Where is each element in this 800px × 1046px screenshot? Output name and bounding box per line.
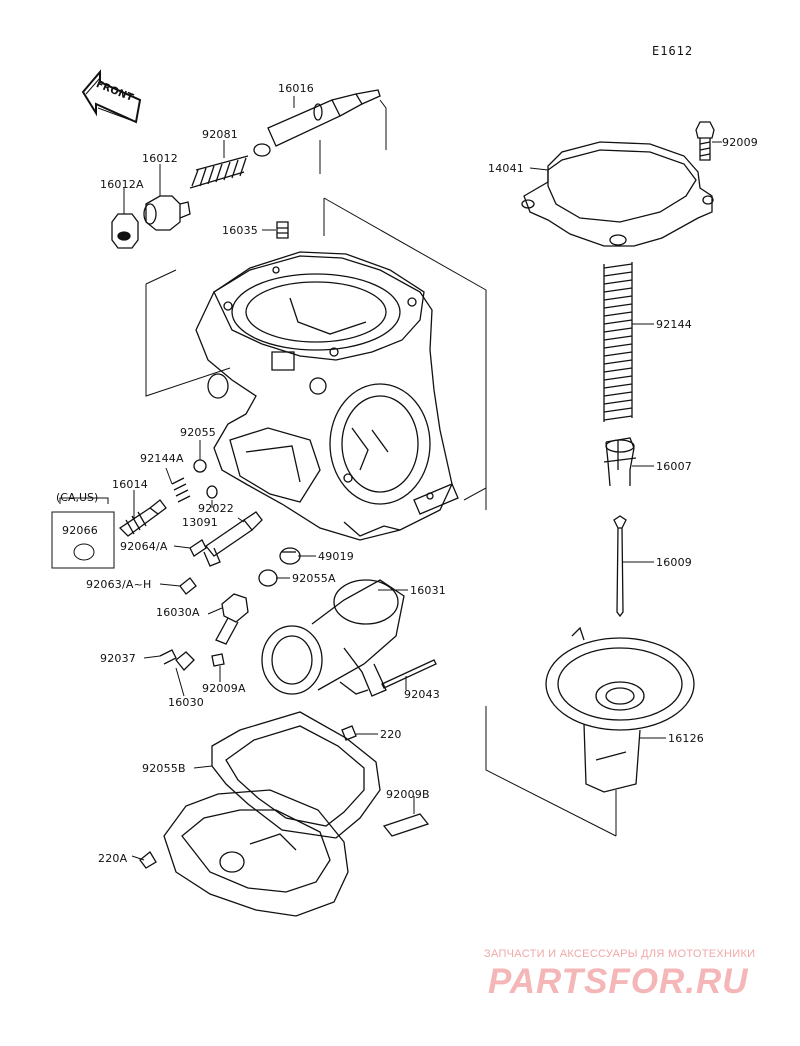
- reference-lines-right: [485, 706, 617, 837]
- part-92009B-screw: [382, 813, 430, 837]
- watermark-brand: PARTSFOR.RU: [488, 962, 749, 1001]
- label-49019: 49019: [318, 550, 354, 563]
- leader-lines: [123, 96, 722, 861]
- label-92055A: 92055A: [292, 572, 336, 585]
- label-92022: 92022: [198, 502, 234, 515]
- part-92055A-oring: [258, 569, 278, 587]
- part-92055B-gasket: [211, 711, 381, 839]
- label-16031: 16031: [410, 584, 446, 597]
- label-14041: 14041: [488, 162, 524, 175]
- part-14041-cover: [521, 141, 714, 247]
- label-220: 220: [380, 728, 402, 741]
- part-92064-jet: [189, 539, 207, 557]
- part-16009-needle: [613, 515, 627, 618]
- diagram-code: E1612: [652, 44, 694, 58]
- label-92064: 92064/A: [120, 540, 168, 553]
- part-13091-jet-holder: [203, 511, 263, 567]
- label-92037: 92037: [100, 652, 136, 665]
- front-arrow-icon: [81, 69, 142, 124]
- label-13091: 13091: [182, 516, 218, 529]
- label-92063: 92063/A~H: [86, 578, 152, 591]
- label-92144: 92144: [656, 318, 692, 331]
- label-92081: 92081: [202, 128, 238, 141]
- part-92009A-screw: [211, 653, 225, 667]
- part-49019-cap: [279, 547, 301, 565]
- part-92081-spring: [189, 155, 249, 189]
- label-16012A: 16012A: [100, 178, 144, 191]
- label-92009: 92009: [722, 136, 758, 149]
- guide-line: [319, 99, 387, 174]
- label-16007: 16007: [656, 460, 692, 473]
- label-92055: 92055: [180, 426, 216, 439]
- part-92144A-spring: [171, 477, 191, 503]
- carburetor-body: [195, 251, 459, 541]
- label-92066: 92066: [62, 524, 98, 537]
- part-220-screw: [341, 725, 357, 741]
- reference-lines: [145, 197, 487, 510]
- part-16016-drawing: [253, 89, 381, 157]
- label-92009B: 92009B: [386, 788, 430, 801]
- label-92055B: 92055B: [142, 762, 186, 775]
- label-16030: 16030: [168, 696, 204, 709]
- part-220A-screw: [139, 851, 157, 869]
- label-16012: 16012: [142, 152, 178, 165]
- part-92037-clip: [159, 649, 177, 665]
- part-92055-oring: [193, 459, 207, 473]
- label-16035: 16035: [222, 224, 258, 237]
- label-16030A: 16030A: [156, 606, 200, 619]
- part-92144-spring: [603, 262, 633, 422]
- label-16016: 16016: [278, 82, 314, 95]
- part-16007-retainer: [603, 437, 637, 487]
- part-16030-float-valve: [175, 651, 195, 671]
- part-92009-screw: [695, 121, 715, 161]
- label-16009: 16009: [656, 556, 692, 569]
- part-16031-float: [261, 579, 405, 697]
- part-16012-fitting: [143, 195, 191, 231]
- part-92063-jet: [179, 577, 197, 595]
- part-16035-jet: [276, 221, 289, 239]
- label-92009A: 92009A: [202, 682, 246, 695]
- region-box: [51, 497, 115, 569]
- label-220A: 220A: [98, 852, 128, 865]
- label-16014: 16014: [112, 478, 148, 491]
- part-16014-screw: [118, 499, 167, 537]
- watermark-tagline: ЗАПЧАСТИ И АКСЕССУАРЫ ДЛЯ МОТОТЕХНИКИ: [484, 948, 756, 960]
- label-16126: 16126: [668, 732, 704, 745]
- part-16012A-cap: [111, 213, 139, 249]
- label-92144A: 92144A: [140, 452, 184, 465]
- region-note: (CA,US): [56, 491, 99, 504]
- float-bowl: [163, 789, 349, 917]
- label-92043: 92043: [404, 688, 440, 701]
- part-16030A-valve: [215, 593, 249, 645]
- part-92022-washer: [206, 485, 218, 499]
- part-16126-diaphragm: [545, 626, 695, 793]
- part-92043-pin: [381, 659, 437, 689]
